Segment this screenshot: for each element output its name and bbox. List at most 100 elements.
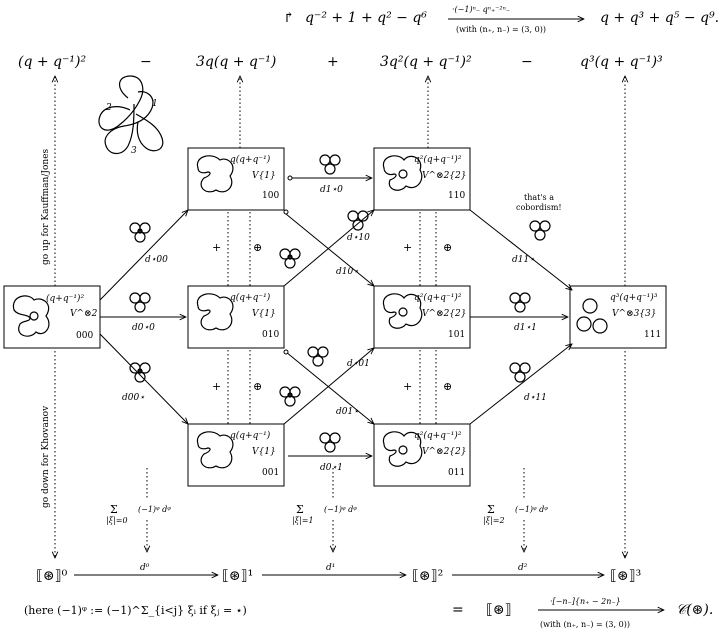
edge-10s bbox=[285, 213, 374, 286]
euler-term-2: 3q²(q + q⁻¹)² bbox=[380, 54, 472, 70]
vertex-000-code: 000 bbox=[76, 331, 93, 341]
complex-diff-2: d² bbox=[518, 563, 528, 573]
vertex-110-space: V^⊗2{2} bbox=[422, 171, 467, 181]
side-label-down: go down for Khovanov bbox=[41, 405, 51, 508]
plus-sign-4: + bbox=[403, 380, 412, 393]
euler-sign-1: + bbox=[327, 54, 339, 70]
edge-origin-1 bbox=[287, 175, 293, 181]
vertex-010-poly: q(q+q⁻¹) bbox=[230, 292, 271, 303]
complex-term-1: ⟦⊛⟧¹ bbox=[222, 568, 253, 584]
label-d-0s0: d0⋆0 bbox=[132, 323, 155, 333]
edge-origin-2 bbox=[283, 209, 289, 215]
label-d-s11: d⋆11 bbox=[524, 393, 547, 403]
complex-diff-0: d⁰ bbox=[140, 563, 150, 573]
vertex-100-space: V{1} bbox=[252, 171, 276, 181]
crossing-label-3: 3 bbox=[131, 146, 137, 156]
vertex-101: q²(q+q⁻¹)² V^⊗2{2} 101 bbox=[373, 285, 471, 349]
sum-sigma-0: Σ bbox=[110, 503, 118, 516]
vertex-111-code: 111 bbox=[644, 330, 661, 340]
label-d-1s1: d1⋆1 bbox=[514, 323, 537, 333]
label-d-11s: d11⋆ bbox=[512, 255, 535, 265]
vertex-111-space: V^⊗3{3} bbox=[612, 309, 657, 319]
vertex-001-poly: q(q+q⁻¹) bbox=[230, 430, 271, 441]
bottom-map-top: ·[−n₋]{n₊ − 2n₋} bbox=[550, 597, 621, 606]
crossing-label-1: 1 bbox=[152, 99, 158, 109]
label-d-01s: d01⋆ bbox=[336, 407, 359, 417]
vertex-000-space: V^⊗2 bbox=[70, 309, 98, 319]
vertex-011: q²(q+q⁻¹)² V^⊗2{2} 011 bbox=[373, 423, 471, 487]
edge-s00 bbox=[99, 210, 188, 301]
vertex-110-code: 110 bbox=[448, 191, 465, 201]
side-label-up: go up for Kauffman/Jones bbox=[41, 148, 51, 265]
sum-sigma-1: Σ bbox=[296, 503, 304, 516]
euler-term-1: 3q(q + q⁻¹) bbox=[196, 54, 276, 70]
vertex-101-space: V^⊗2{2} bbox=[422, 309, 467, 319]
vertex-011-space: V^⊗2{2} bbox=[422, 447, 467, 457]
vertex-001-code: 001 bbox=[262, 468, 279, 478]
sum-sub-1: |ξ|=1 bbox=[292, 516, 314, 525]
edge-01s bbox=[285, 351, 374, 424]
vertex-011-poly: q²(q+q⁻¹)² bbox=[414, 430, 462, 441]
edge-s11 bbox=[469, 344, 572, 425]
vertex-010-space: V{1} bbox=[252, 309, 276, 319]
bottom-definition: (here (−1)ᵠ := (−1)^Σ_{i<j} ξᵢ if ξⱼ = ⋆… bbox=[24, 604, 247, 617]
oplus-sign-3: ⊕ bbox=[443, 241, 452, 254]
edge-s01 bbox=[283, 348, 374, 425]
vertex-011-code: 011 bbox=[448, 468, 465, 478]
label-d-0s1: d0⋆1 bbox=[320, 463, 343, 473]
plus-sign-2: + bbox=[212, 380, 221, 393]
euler-term-3: q³(q + q⁻¹)³ bbox=[580, 54, 663, 70]
label-d-s10: d⋆10 bbox=[347, 233, 370, 243]
vertex-000: (q+q⁻¹)² V^⊗2 000 bbox=[3, 285, 101, 349]
vertex-010-code: 010 bbox=[262, 330, 279, 340]
bottom-equals: = bbox=[452, 602, 464, 618]
vertex-001: q(q+q⁻¹) V{1} 001 bbox=[187, 423, 285, 487]
complex-term-0: ⟦⊛⟧⁰ bbox=[36, 568, 68, 584]
annotation-line1: that's a bbox=[524, 193, 554, 202]
oplus-sign-1: ⊕ bbox=[253, 241, 262, 254]
bottom-map-bottom: (with (n₊, n₋) = (3, 0)) bbox=[540, 620, 630, 629]
vertex-110: q²(q+q⁻¹)² V^⊗2{2} 110 bbox=[373, 147, 471, 211]
complex-term-3: ⟦⊛⟧³ bbox=[610, 568, 641, 584]
vertex-111-poly: q³(q+q⁻¹)³ bbox=[610, 292, 658, 303]
label-d-s01: d⋆01 bbox=[347, 359, 370, 369]
sum-sigma-2: Σ bbox=[487, 503, 495, 516]
bottom-result: 𝒞(⊛). bbox=[676, 602, 713, 618]
normalization-map-top: ·(−1)ⁿ₋ qⁿ₊⁻²ⁿ₋ bbox=[452, 5, 510, 14]
smoothing-icons bbox=[129, 154, 551, 453]
euler-sign-0: − bbox=[140, 54, 152, 70]
crossing-label-2: 2 bbox=[105, 103, 112, 113]
sum-sub-0: |ξ|=0 bbox=[106, 516, 128, 525]
label-d-1s0: d1⋆0 bbox=[320, 185, 343, 195]
euler-term-0: (q + q⁻¹)² bbox=[18, 54, 86, 70]
vertex-001-space: V{1} bbox=[252, 447, 276, 457]
sum-sub-2: |ξ|=2 bbox=[483, 516, 505, 525]
oplus-sign-2: ⊕ bbox=[253, 380, 262, 393]
vertex-101-code: 101 bbox=[448, 330, 465, 340]
complex-diff-1: d¹ bbox=[326, 563, 335, 573]
annotation-line2: cobordism! bbox=[516, 203, 562, 212]
oplus-sign-4: ⊕ bbox=[443, 380, 452, 393]
plus-sign-3: + bbox=[403, 241, 412, 254]
sum-body-0: (−1)ᵠ dᵠ bbox=[138, 505, 171, 514]
vertex-110-poly: q²(q+q⁻¹)² bbox=[414, 154, 462, 165]
jones-polynomial: q + q³ + q⁵ − q⁹. bbox=[600, 10, 719, 26]
label-d-s00: d⋆00 bbox=[145, 255, 168, 265]
sum-body-1: (−1)ᵠ dᵠ bbox=[324, 505, 357, 514]
normalization-map-bottom: (with (n₊, n₋) = (3, 0)) bbox=[456, 25, 546, 34]
edge-origin-3 bbox=[283, 349, 289, 355]
vertex-100-code: 100 bbox=[262, 191, 279, 201]
vertex-111: q³(q+q⁻¹)³ V^⊗3{3} 111 bbox=[569, 285, 667, 349]
sum-body-2: (−1)ᵠ dᵠ bbox=[515, 505, 548, 514]
jones-unnormalized: q⁻² + 1 + q² − q⁶ bbox=[305, 10, 427, 26]
trefoil-knot bbox=[98, 75, 164, 155]
hook-arrow: ↱ bbox=[283, 10, 295, 26]
vertex-000-poly: (q+q⁻¹)² bbox=[46, 293, 84, 304]
plus-sign-1: + bbox=[212, 241, 221, 254]
label-d-00s: d00⋆ bbox=[122, 393, 145, 403]
euler-sign-2: − bbox=[521, 54, 533, 70]
vertex-100: q(q+q⁻¹) V{1} 100 bbox=[187, 147, 285, 211]
bottom-bracket: ⟦⊛⟧ bbox=[486, 602, 512, 618]
label-d-10s: d10⋆ bbox=[336, 267, 359, 277]
